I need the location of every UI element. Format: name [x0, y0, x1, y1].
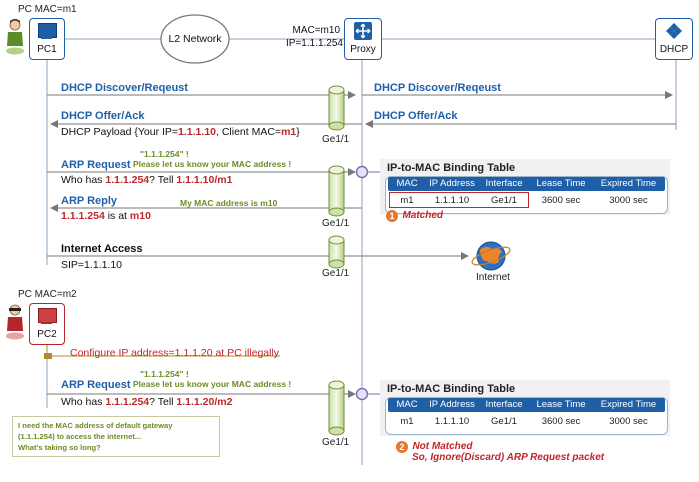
monitor-icon [38, 308, 57, 323]
port-label-3: Ge1/1 [322, 268, 350, 279]
internet-label: Internet [476, 272, 510, 283]
col-lease: Lease Time [536, 178, 586, 189]
binding-table-1-title: IP-to-MAC Binding Table [387, 162, 516, 174]
dhcp-label: DHCP [659, 44, 689, 55]
col-expired: Expired Time [600, 178, 657, 189]
table-row: m1 1.1.1.10 Ge1/1 3600 sec 3000 sec [400, 416, 648, 427]
arp1-request-label: ARP Request [61, 159, 131, 171]
user-complaint-note: I need the MAC address of default gatewa… [12, 416, 220, 457]
arp1-hint-ip: "1.1.1.254" ! [140, 149, 189, 159]
col-interface: Interface [485, 178, 523, 189]
arp1-reply-hint: My MAC address is m10 [180, 198, 278, 208]
matched-label: Matched [402, 209, 444, 221]
match-status-1: 1 Matched [386, 208, 443, 224]
pc1-node[interactable]: PC1 [29, 18, 65, 60]
arp1-reply-text: 1.1.1.254 is at m10 [61, 210, 151, 222]
arp2-who-text: Who has 1.1.1.254? Tell 1.1.1.20/m2 [61, 396, 233, 408]
binding-table-1-header: MAC IP Address Interface Lease Time Expi… [388, 177, 665, 191]
proxy-label: Proxy [350, 44, 376, 55]
dhcp-discover-label-right: DHCP Discover/Reqeust [374, 82, 501, 94]
ge-port-cylinder-3 [328, 235, 345, 269]
col-ip: IP Address [429, 178, 475, 189]
arp2-hint-text: Please let us know your MAC address ! [133, 379, 292, 389]
ge-port-cylinder-2 [328, 165, 345, 217]
pc2-mac-caption: PC MAC=m2 [18, 289, 77, 300]
monitor-stand-icon [41, 37, 52, 39]
dhcp-server-icon [665, 22, 683, 40]
payload-mac: m1 [281, 126, 297, 138]
l2-network-label: L2 Network [168, 33, 222, 45]
dhcp-discover-label-left: DHCP Discover/Reqeust [61, 82, 188, 94]
internet-access-label: Internet Access [61, 243, 143, 255]
binding-table-2-header: MAC IP Address Interface Lease Time Expi… [388, 398, 665, 412]
configure-illegal-label: Configure IP address=1.1.1.20 at PC ille… [70, 347, 280, 359]
binding-table-2: IP-to-MAC Binding Table MAC IP Address I… [380, 380, 670, 436]
match-highlight [389, 192, 529, 208]
monitor-stand-icon [41, 322, 52, 324]
arp1-hint-text: Please let us know your MAC address ! [133, 159, 292, 169]
port-label-4: Ge1/1 [322, 437, 350, 448]
proxy-ip-label: IP=1.1.1.254 [286, 38, 343, 49]
pc1-mac-caption: PC MAC=m1 [18, 4, 77, 15]
l2-network-cloud [160, 14, 230, 64]
router-icon [354, 22, 372, 40]
person-icon-2 [5, 303, 25, 341]
dhcp-offer-label-right: DHCP Offer/Ack [374, 110, 458, 122]
discard-action-label: So, Ignore(Discard) ARP Request packet [412, 452, 605, 463]
note-line-3: What's taking so long? [18, 443, 101, 452]
dhcp-offer-label-left: DHCP Offer/Ack [61, 110, 145, 122]
port-label-2: Ge1/1 [322, 218, 350, 229]
pc2-label: PC2 [37, 329, 57, 340]
step-badge-1: 1 [386, 209, 398, 222]
arp2-hint-ip: "1.1.1.254" ! [140, 369, 189, 379]
table-row: m1 1.1.1.10 Ge1/1 3600 sec 3000 sec [400, 195, 648, 206]
plug-icon [44, 353, 52, 359]
monitor-icon [38, 23, 57, 38]
dhcp-payload-text: DHCP Payload {Your IP=1.1.1.10, Client M… [61, 126, 300, 138]
proxy-mac-label: MAC=m10 [292, 25, 340, 36]
note-line-2: (1.1.1.254) to access the internet... [18, 432, 142, 441]
not-matched-label: Not Matched [412, 440, 473, 452]
configure-line [46, 343, 280, 357]
filter-node-1 [355, 165, 369, 179]
note-line-1: I need the MAC address of default gatewa… [18, 421, 173, 430]
match-status-2: 2 Not Matched [396, 439, 472, 455]
sip-label: SIP=1.1.1.10 [61, 259, 123, 271]
payload-ip: 1.1.1.10 [178, 126, 216, 138]
step-badge-2: 2 [396, 440, 408, 453]
pc2-node[interactable]: PC2 [29, 303, 65, 345]
arp1-reply-label: ARP Reply [61, 195, 118, 207]
ge-port-cylinder-4 [328, 380, 345, 436]
arp2-request-label: ARP Request [61, 379, 131, 391]
col-mac: MAC [396, 178, 418, 189]
proxy-node[interactable]: Proxy [344, 18, 382, 60]
filter-node-2 [355, 387, 369, 401]
binding-table-2-title: IP-to-MAC Binding Table [387, 383, 516, 395]
pc1-label: PC1 [37, 44, 57, 55]
binding-table-1: IP-to-MAC Binding Table MAC IP Address I… [380, 159, 670, 215]
internet-globe-icon [471, 241, 511, 271]
arp1-who-text: Who has 1.1.1.254? Tell 1.1.1.10/m1 [61, 174, 233, 186]
person-icon-1 [5, 18, 25, 56]
dhcp-node[interactable]: DHCP [655, 18, 693, 60]
port-label-1: Ge1/1 [322, 134, 350, 145]
ge-port-cylinder-1 [328, 85, 345, 131]
